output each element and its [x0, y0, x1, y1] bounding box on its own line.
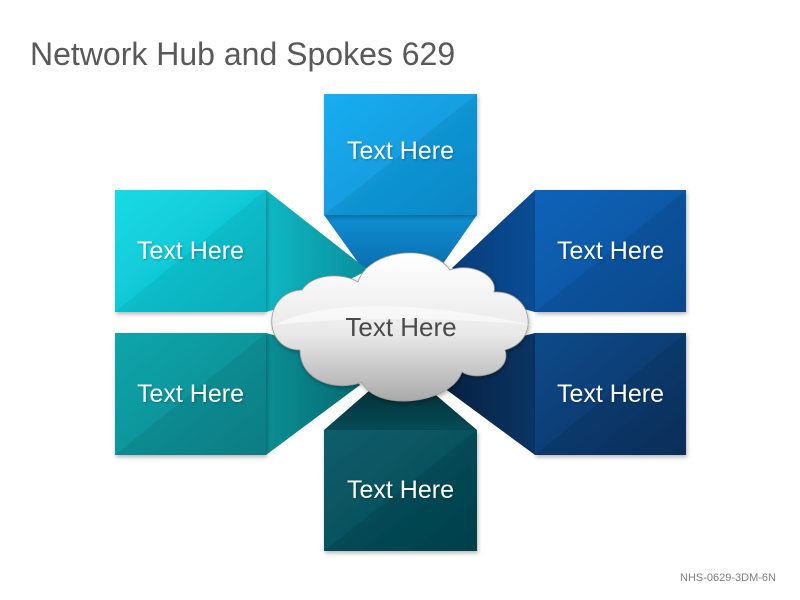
- spoke-bottom-arrow: [324, 390, 477, 430]
- spoke-bottom: [324, 390, 477, 551]
- spoke-upper-right-sheen: [535, 190, 686, 312]
- spoke-lower-left-box: [115, 333, 266, 455]
- spoke-top: [324, 94, 477, 268]
- cloud-icon: [271, 252, 529, 402]
- spoke-lower-right-box: [535, 333, 686, 455]
- spoke-bottom-sheen: [324, 430, 477, 551]
- spoke-lower-right-label: Text Here: [557, 379, 664, 408]
- spoke-lower-left-label: Text Here: [137, 379, 244, 408]
- spoke-bottom-box: [324, 430, 477, 551]
- spoke-top-box: [324, 94, 477, 215]
- spoke-upper-left-label: Text Here: [137, 236, 244, 265]
- spoke-upper-right-box: [535, 190, 686, 312]
- spoke-upper-right-label: Text Here: [557, 236, 664, 265]
- page-title: Network Hub and Spokes 629: [30, 36, 456, 72]
- footer-code: NHS-0629-3DM-6N: [680, 572, 776, 584]
- spoke-upper-left-sheen: [115, 190, 266, 312]
- cloud-sheen: [275, 306, 532, 325]
- spoke-bottom-label: Text Here: [347, 476, 454, 504]
- spoke-lower-left-sheen: [115, 333, 266, 455]
- hub-label: Text Here: [345, 311, 457, 342]
- spoke-top-sheen: [324, 94, 477, 215]
- spoke-upper-left-box: [115, 190, 266, 312]
- spoke-lower-right-sheen: [535, 333, 686, 455]
- hub-cloud: [271, 252, 532, 402]
- spoke-top-label: Text Here: [347, 137, 454, 165]
- spoke-top-arrow: [324, 215, 477, 268]
